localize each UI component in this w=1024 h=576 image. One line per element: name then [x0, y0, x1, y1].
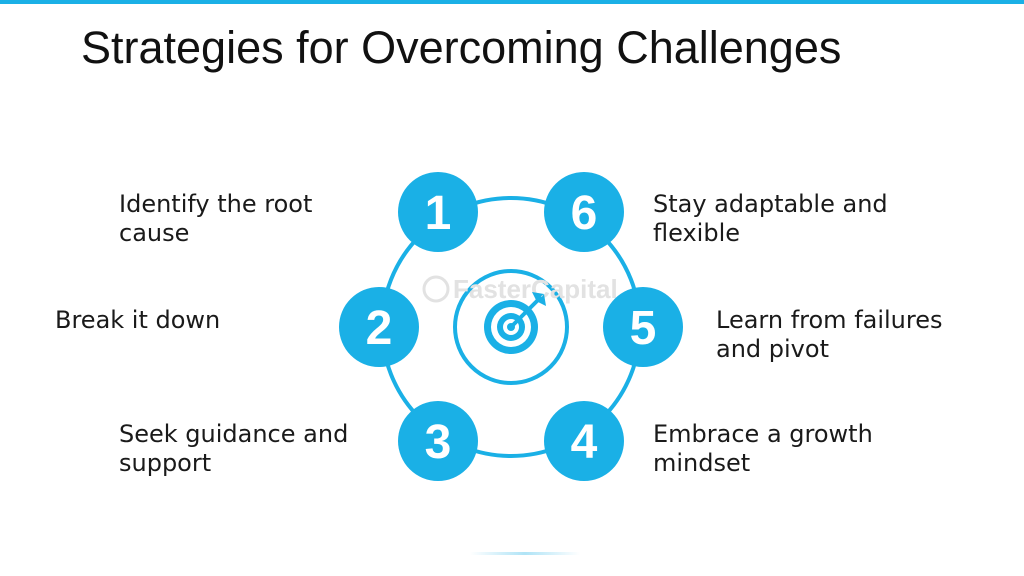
step-node-3-circle: [398, 401, 478, 481]
step-node-4-circle: [544, 401, 624, 481]
top-accent-bar: [0, 0, 1024, 4]
step-node-1-circle: [398, 172, 478, 252]
step-label-4-line1: Embrace a growth: [653, 420, 873, 448]
step-number-4: 4: [571, 416, 598, 469]
page-title: Strategies for Overcoming Challenges: [81, 22, 842, 73]
step-label-5: Learn from failures and pivot: [716, 306, 943, 364]
step-node-2: 2: [339, 287, 419, 367]
step-number-3: 3: [425, 416, 452, 469]
step-label-3-line1: Seek guidance and: [119, 420, 349, 448]
watermark-text: FasterCapital: [453, 274, 618, 304]
step-label-4-line2: mindset: [653, 449, 751, 477]
step-node-6: 6: [544, 172, 624, 252]
step-node-6-circle: [544, 172, 624, 252]
step-label-1-line2: cause: [119, 219, 190, 247]
step-label-3-line2: support: [119, 449, 212, 477]
step-number-6: 6: [571, 187, 598, 240]
step-label-4: Embrace a growth mindset: [653, 420, 873, 478]
step-node-5-circle: [603, 287, 683, 367]
step-label-2-line1: Break it down: [55, 306, 221, 334]
step-label-5-line1: Learn from failures: [716, 306, 943, 334]
step-label-2: Break it down: [55, 306, 220, 335]
step-label-1: Identify the root cause: [119, 190, 312, 248]
step-label-6-line2: flexible: [653, 219, 740, 247]
step-number-1: 1: [425, 187, 452, 240]
bottom-accent-line: [470, 552, 580, 555]
step-node-4: 4: [544, 401, 624, 481]
step-label-1-line1: Identify the root: [119, 190, 313, 218]
step-label-6: Stay adaptable and flexible: [653, 190, 888, 248]
step-label-3: Seek guidance and support: [119, 420, 348, 478]
step-node-1: 1: [398, 172, 478, 252]
step-node-3: 3: [398, 401, 478, 481]
target-icon: [484, 292, 546, 354]
step-label-6-line1: Stay adaptable and: [653, 190, 888, 218]
step-number-2: 2: [366, 302, 393, 355]
step-label-5-line2: and pivot: [716, 335, 829, 363]
step-node-2-circle: [339, 287, 419, 367]
watermark: FasterCapital: [422, 274, 618, 304]
step-number-5: 5: [630, 302, 657, 355]
step-node-5: 5: [603, 287, 683, 367]
